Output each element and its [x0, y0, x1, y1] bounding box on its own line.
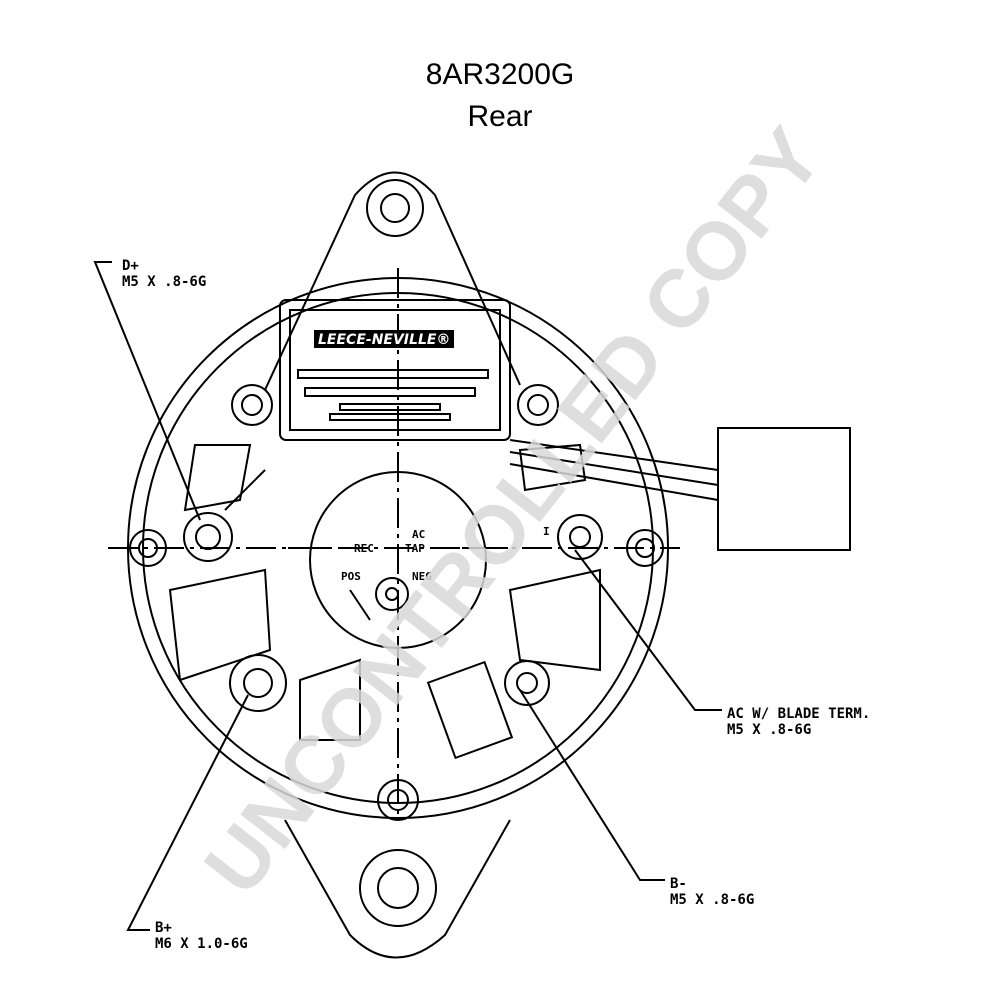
regulator-stripe-2 — [304, 387, 476, 397]
b-minus-callout-name: B- — [670, 876, 687, 892]
b-plus-callout-spec: M6 X 1.0-6G — [155, 936, 248, 952]
d-plus-callout-spec: M5 X .8-6G — [122, 274, 206, 290]
connector-plug — [717, 427, 851, 551]
b-minus-terminal-inner — [516, 672, 538, 694]
logo-plate — [314, 330, 454, 348]
regulator-screw-right-inner — [527, 394, 549, 416]
bottom-mount-hole-outer — [359, 849, 437, 927]
view-subtitle: Rear — [467, 100, 533, 133]
b-plus-terminal-inner — [243, 668, 273, 698]
cooling-slot-2 — [168, 568, 272, 682]
regulator-screw-right-outer — [517, 384, 559, 426]
d-plus-callout-name: D+ — [122, 258, 139, 274]
d-plus-strap — [224, 469, 266, 511]
regulator-screw-left-outer — [231, 384, 273, 426]
d-plus-terminal-outer — [183, 512, 233, 562]
regulator-body — [279, 299, 511, 441]
regulator-stripe-1 — [297, 369, 489, 379]
d-plus-leader — [93, 261, 201, 521]
cooling-slot-1 — [183, 444, 252, 512]
brand-logo: LEECE-NEVILLE® — [318, 332, 450, 348]
cooling-slot-4 — [299, 658, 361, 741]
pos-label: POS — [341, 570, 361, 583]
regulator-face — [289, 309, 501, 431]
b-plus-callout-name: B+ — [155, 920, 172, 936]
cooling-slot-3 — [508, 568, 601, 672]
b-plus-terminal-outer — [229, 654, 287, 712]
ac-blade-leader — [574, 549, 722, 711]
ac-label: AC — [412, 528, 425, 541]
regulator-screw-left-inner — [241, 394, 263, 416]
ac-terminal-inner — [569, 526, 591, 548]
b-minus-callout-spec: M5 X .8-6G — [670, 892, 754, 908]
pos-arrow — [349, 589, 371, 621]
bottom-mount-ear — [284, 819, 511, 959]
top-mount-hole-inner — [380, 193, 410, 223]
b-minus-terminal-outer — [504, 660, 550, 706]
ac-terminal-mark: I — [543, 525, 550, 538]
d-plus-terminal-inner — [195, 524, 221, 550]
ac-blade-callout-spec: M5 X .8-6G — [727, 722, 811, 738]
b-minus-leader — [519, 689, 665, 881]
ac-blade-callout-name: AC W/ BLADE TERM. — [727, 706, 870, 722]
neg-label: NEG — [412, 570, 432, 583]
b-minus-bracket — [426, 660, 514, 760]
tap-label: TAP — [405, 542, 425, 555]
part-number-title: 8AR3200G — [425, 58, 575, 91]
top-mount-ear — [264, 171, 521, 391]
center-stud-outer — [375, 577, 409, 611]
top-mount-hole-outer — [366, 179, 424, 237]
b-plus-leader — [126, 694, 249, 931]
rec-label: REC — [354, 542, 374, 555]
bottom-mount-hole-inner — [377, 867, 419, 909]
connector-wires — [509, 439, 719, 501]
ac-terminal-outer — [557, 514, 603, 560]
regulator-stripe-3 — [339, 403, 441, 411]
regulator-stripe-4 — [329, 413, 451, 421]
